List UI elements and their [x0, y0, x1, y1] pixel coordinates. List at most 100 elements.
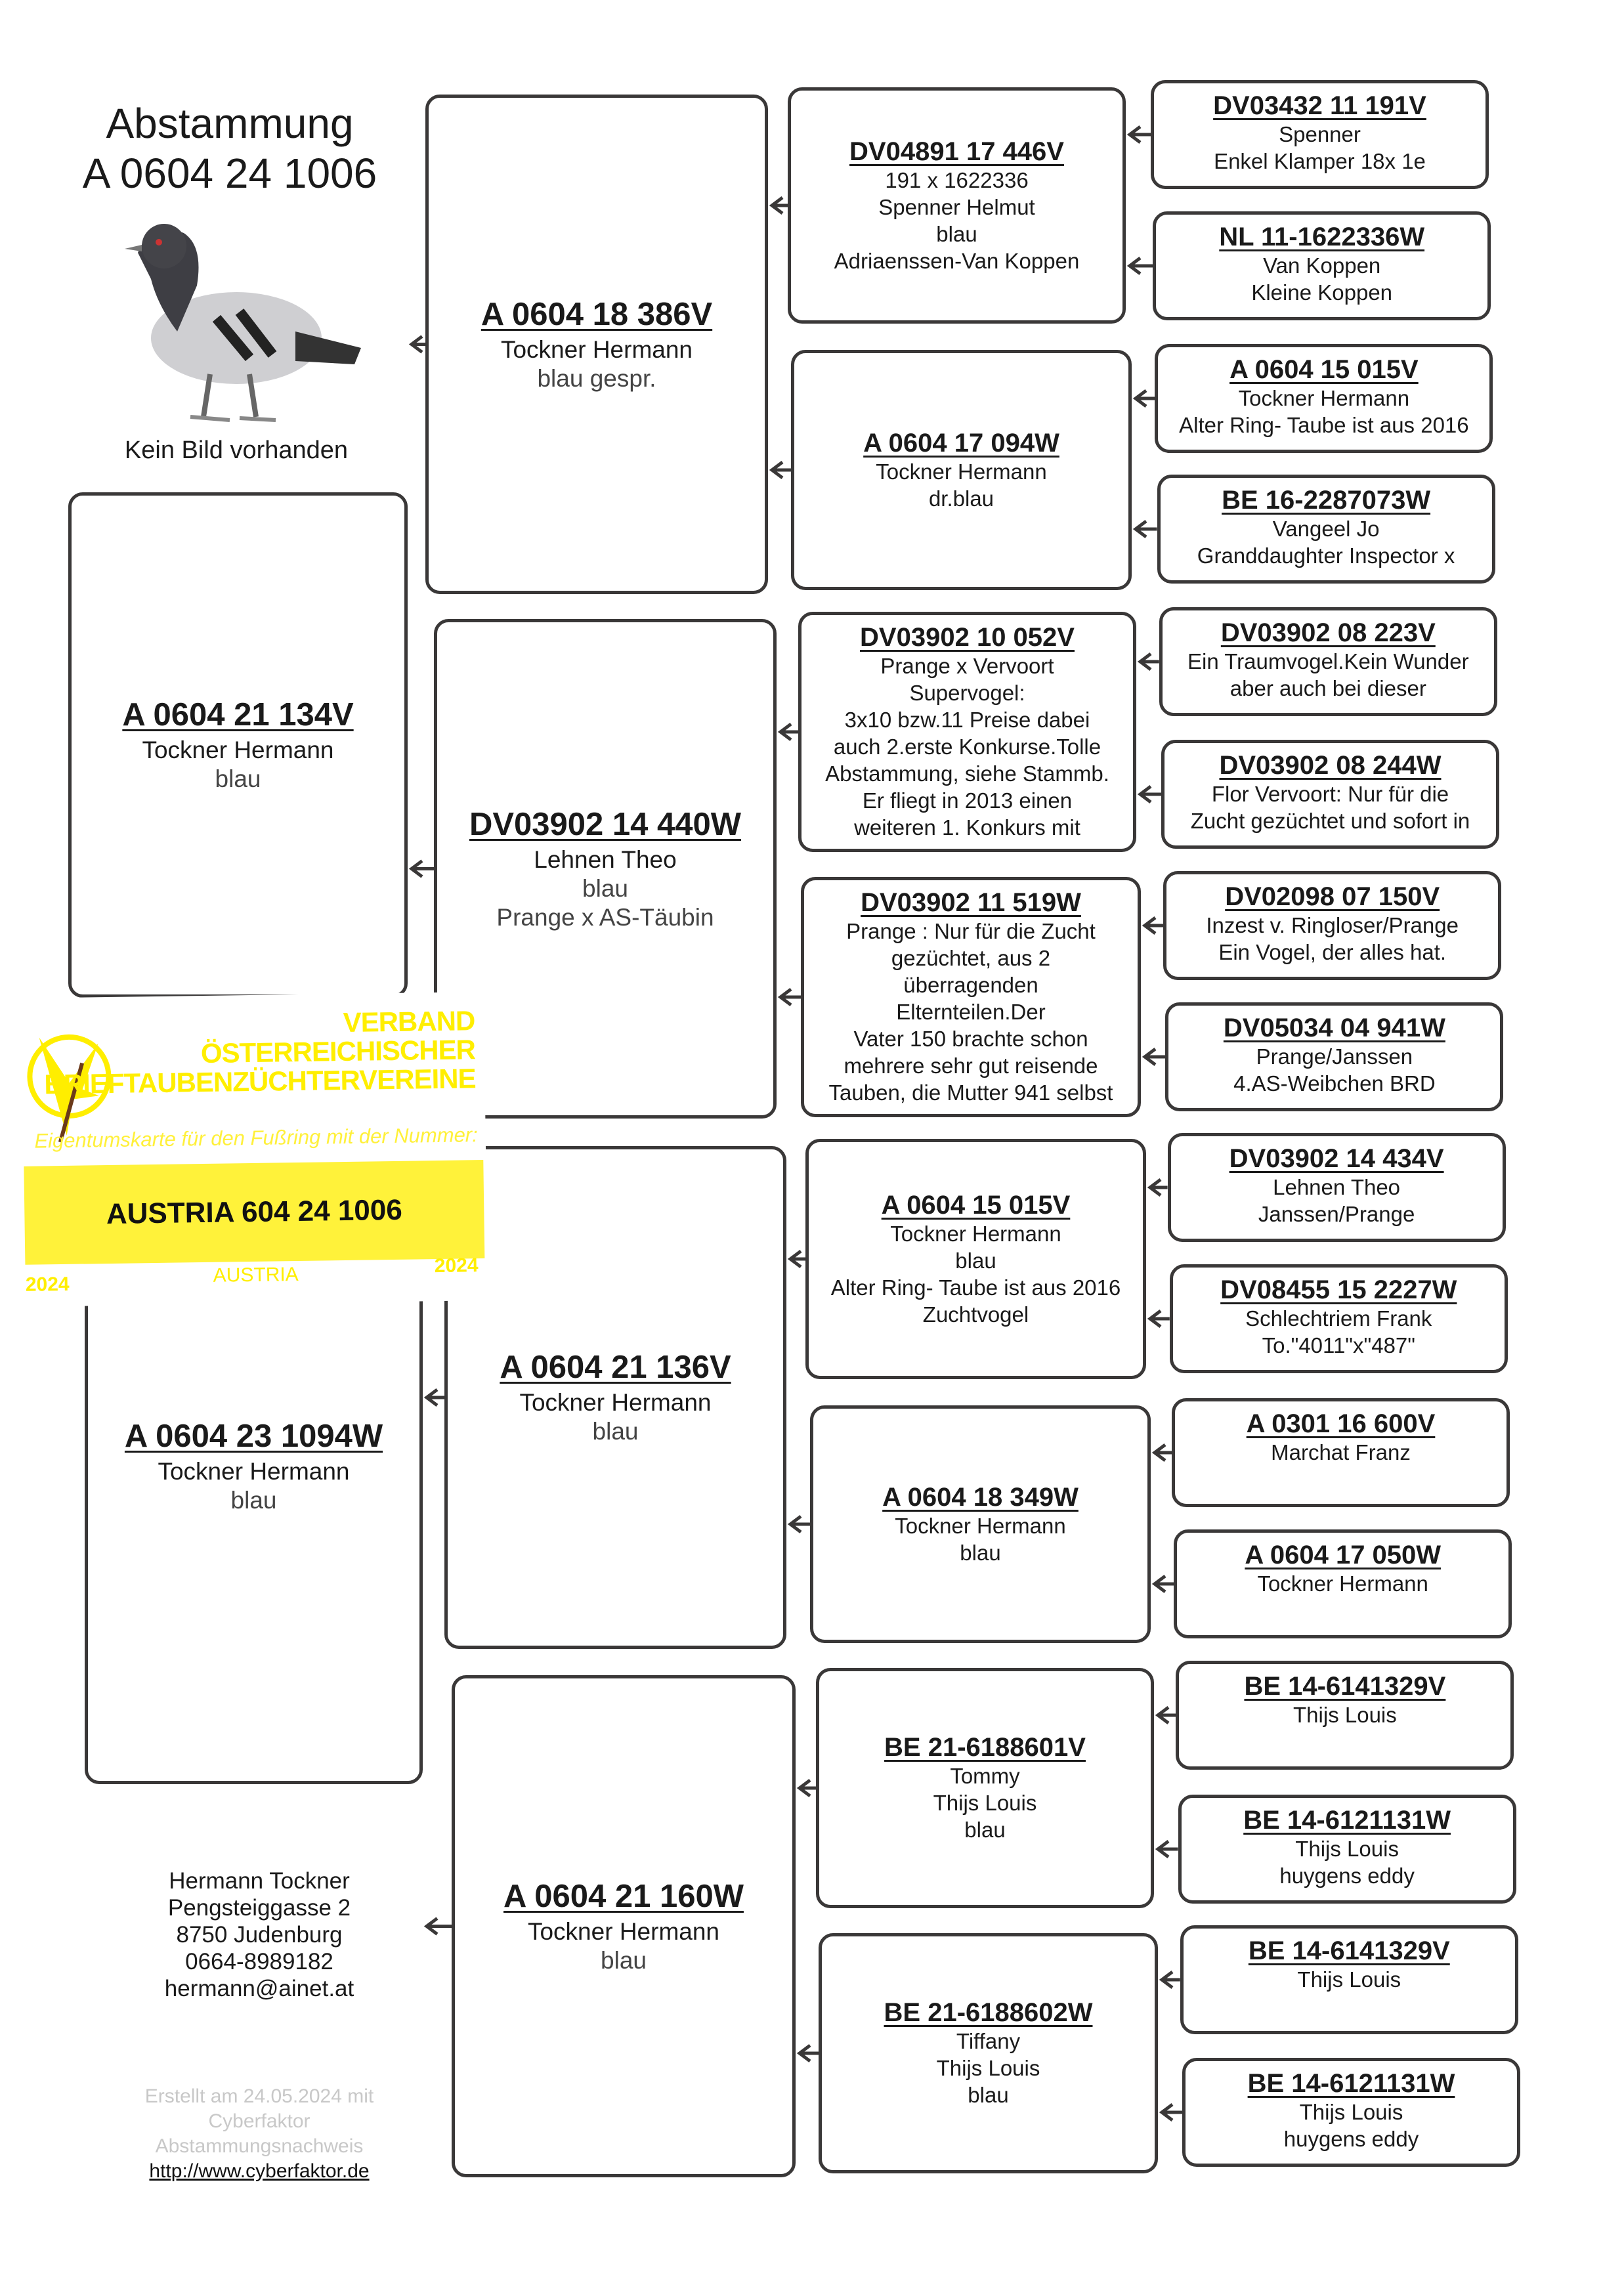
arrow-left-icon	[1151, 1443, 1166, 1462]
pigeon-detail: Thijs Louis	[1293, 1703, 1397, 1727]
pigeon-detail: blau	[968, 2083, 1009, 2107]
pigeon-detail: blau	[230, 1487, 277, 1514]
ring-number: DV03902 14 440W	[469, 806, 742, 842]
pigeon-detail: Janssen/Prange	[1258, 1202, 1415, 1226]
pigeon-detail: Er fliegt in 2013 einen	[862, 788, 1073, 813]
pigeon-detail: Tockner Hermann	[890, 1221, 1061, 1246]
pigeon-detail: Abstammung, siehe Stammb.	[825, 761, 1109, 786]
pigeon-detail: weiteren 1. Konkurs mit	[854, 815, 1080, 840]
arrow-left-icon	[777, 988, 792, 1006]
arrow-left-icon	[769, 461, 784, 479]
ring-number: DV03902 08 244W	[1219, 751, 1442, 780]
pigeon-detail: Tommy	[950, 1764, 1020, 1788]
pigeon-detail: 191 x 1622336	[885, 167, 1029, 192]
arrow-left-icon	[1155, 1840, 1170, 1858]
ring-number: NL 11-1622336W	[1219, 223, 1425, 251]
pigeon-detail: Lehnen Theo	[1273, 1175, 1401, 1199]
arrow-left-icon	[1132, 520, 1147, 538]
pigeon-detail: Thijs Louis	[1295, 1837, 1399, 1861]
footer-line: Erstellt am 24.05.2024 mit	[144, 2085, 374, 2107]
pigeon-detail: blau	[960, 1540, 1001, 1565]
pigeon-detail: Adriaenssen-Van Koppen	[834, 248, 1080, 273]
pigeon-detail: 4.AS-Weibchen BRD	[1233, 1071, 1436, 1096]
arrow-left-icon	[423, 1388, 438, 1407]
ring-number: DV03902 14 434V	[1229, 1144, 1444, 1173]
ring-number: A 0604 18 349W	[882, 1482, 1079, 1512]
ring-number: DV02098 07 150V	[1225, 882, 1440, 911]
ring-number: A 0604 15 015V	[1229, 355, 1419, 384]
pigeon-detail: Tockner Hermann	[876, 459, 1047, 484]
owner-address: Hermann Tockner Pengsteiggasse 2 8750 Ju…	[112, 1867, 407, 2002]
pigeon-detail: Tockner Hermann	[527, 1917, 719, 1945]
pigeon-detail: Prange x AS-Täubin	[496, 903, 714, 931]
arrow-left-icon	[408, 859, 423, 878]
arrow-left-icon	[423, 1917, 438, 1936]
footer-credit: Erstellt am 24.05.2024 mit Cyberfaktor A…	[112, 2084, 407, 2184]
year-left: 2024	[25, 1273, 70, 1296]
pigeon-detail: Tiffany	[956, 2029, 1021, 2053]
ring-number: BE 14-6121131W	[1243, 1806, 1451, 1835]
pigeon-detail: Thijs Louis	[1297, 1967, 1401, 1992]
pigeon-detail: Lehnen Theo	[534, 845, 677, 873]
ring-number: DV04891 17 446V	[849, 137, 1064, 166]
pigeon-detail: Thijs Louis	[936, 2056, 1040, 2080]
footer-line: Abstammungsnachweis	[155, 2135, 364, 2157]
ring-number: DV05034 04 941W	[1223, 1013, 1445, 1042]
pigeon-detail: Tockner Hermann	[1257, 1571, 1428, 1596]
pigeon-detail: Tockner Hermann	[158, 1458, 350, 1485]
pigeon-detail: gezüchtet, aus 2	[891, 946, 1051, 970]
pigeon-detail: Tockner Hermann	[500, 335, 693, 363]
pigeon-detail: Vater 150 brachte schon	[853, 1027, 1088, 1051]
association-name: VERBAND ÖSTERREICHISCHER BRIEFTAUBENZÜCH…	[43, 1005, 476, 1099]
ring-number: BE 14-6121131W	[1247, 2069, 1455, 2098]
ring-number: BE 14-6141329V	[1248, 1936, 1450, 1965]
card-country: AUSTRIA	[213, 1263, 299, 1287]
pigeon-detail: Tockner Hermann	[895, 1513, 1066, 1538]
ring-number: A 0301 16 600V	[1246, 1409, 1436, 1438]
pigeon-detail: Flor Vervoort: Nur für die	[1211, 782, 1449, 806]
ring-number: DV03902 11 519W	[861, 888, 1081, 917]
pedigree-header: Abstammung A 0604 24 1006	[39, 98, 420, 198]
arrow-left-icon	[1126, 257, 1142, 275]
pigeon-detail: 3x10 bzw.11 Preise dabei	[844, 708, 1090, 732]
arrow-left-icon	[1147, 1178, 1162, 1197]
pigeon-detail: Ein Vogel, der alles hat.	[1218, 940, 1447, 964]
pigeon-detail: Spenner Helmut	[878, 194, 1035, 219]
ring-number: BE 16-2287073W	[1222, 486, 1431, 515]
arrow-left-icon	[796, 1779, 811, 1797]
pigeon-detail: Alter Ring- Taube ist aus 2016	[830, 1275, 1121, 1300]
pigeon-detail: Tockner Hermann	[1238, 386, 1410, 410]
pigeon-detail: blau	[601, 1946, 647, 1974]
arrow-left-icon	[1132, 389, 1147, 408]
ring-number: A 0604 15 015V	[881, 1190, 1071, 1220]
arrow-left-icon	[796, 2044, 811, 2062]
pigeon-detail: Marchat Franz	[1271, 1440, 1411, 1464]
pigeon-detail: Van Koppen	[1263, 253, 1381, 278]
arrow-left-icon	[1155, 1706, 1170, 1724]
ring-number: DV03902 08 223V	[1220, 618, 1436, 647]
cyberfaktor-link[interactable]: http://www.cyberfaktor.de	[149, 2160, 370, 2182]
arrow-left-icon	[1159, 1971, 1174, 1989]
pigeon-detail: blau	[936, 221, 977, 246]
pigeon-detail: Tockner Hermann	[142, 736, 334, 763]
arrow-left-icon	[408, 335, 423, 354]
pigeon-detail: Thijs Louis	[1299, 2100, 1403, 2124]
pigeon-detail: Zuchtvogel	[922, 1302, 1029, 1327]
pigeon-detail: blau	[582, 874, 628, 902]
ring-number: BE 21-6188601V	[884, 1733, 1086, 1762]
